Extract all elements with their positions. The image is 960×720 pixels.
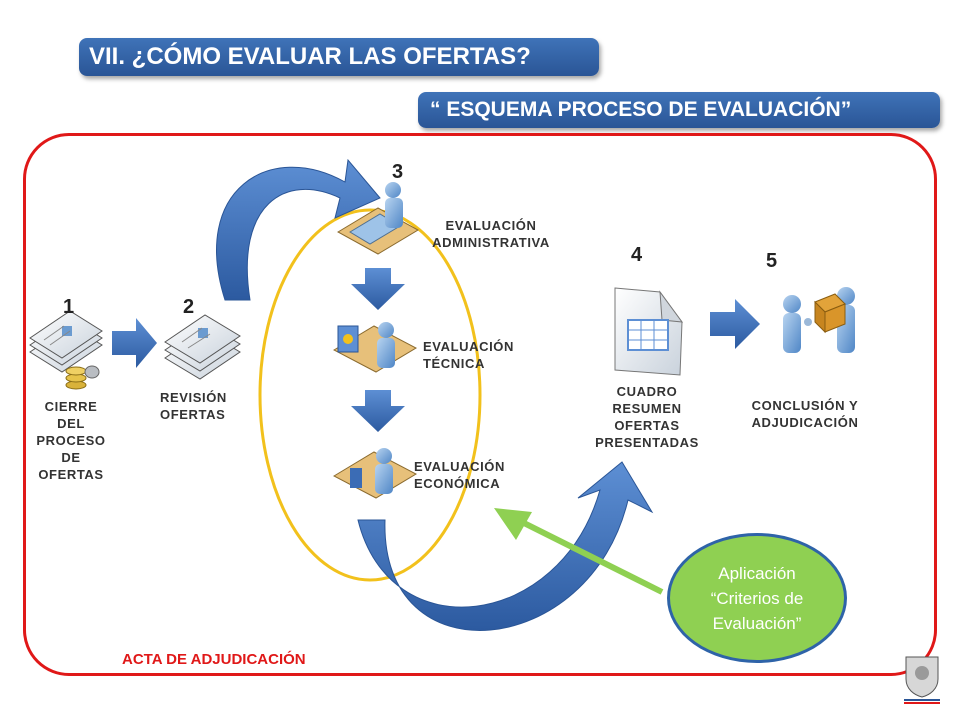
label-line: EVALUACIÓN bbox=[445, 218, 537, 233]
label-line: ADMINISTRATIVA bbox=[432, 235, 550, 250]
label-revision: REVISIÓN OFERTAS bbox=[160, 389, 227, 423]
step-number-2: 2 bbox=[183, 296, 195, 318]
label-line: ADJUDICACIÓN bbox=[751, 415, 859, 430]
workstation-icon bbox=[336, 182, 420, 255]
documents-review-icon bbox=[164, 314, 241, 380]
label-line: EVALUACIÓN bbox=[414, 459, 505, 474]
label-line: EVALUACIÓN bbox=[423, 339, 514, 354]
label-line: OFERTAS bbox=[614, 418, 680, 433]
label-cuadro-resumen: CUADRO RESUMEN OFERTAS PRESENTADAS bbox=[582, 383, 712, 451]
bubble-line: “Criterios de bbox=[710, 588, 804, 608]
label-eval-economica: EVALUACIÓN ECONÓMICA bbox=[414, 458, 505, 492]
label-eval-tecnica: EVALUACIÓN TÉCNICA bbox=[423, 338, 514, 372]
spreadsheet-icon bbox=[614, 287, 684, 376]
label-line: DEL bbox=[57, 416, 85, 431]
subtitle-banner: “ ESQUEMA PROCESO DE EVALUACIÓN” bbox=[418, 92, 940, 128]
label-cierre: CIERRE DEL PROCESO DE OFERTAS bbox=[26, 398, 116, 483]
label-line: CUADRO bbox=[616, 384, 678, 399]
step-number-1: 1 bbox=[63, 296, 75, 318]
documents-stack-icon bbox=[29, 310, 103, 373]
label-line: REVISIÓN bbox=[160, 390, 227, 405]
label-line: CIERRE bbox=[44, 399, 98, 414]
label-line: DE bbox=[61, 450, 81, 465]
green-arrow-line bbox=[506, 512, 664, 595]
title-banner: VII. ¿CÓMO EVALUAR LAS OFERTAS? bbox=[79, 38, 599, 76]
step-number-3: 3 bbox=[392, 161, 404, 183]
gobierno-chile-logo bbox=[896, 651, 948, 713]
label-line: OFERTAS bbox=[38, 467, 104, 482]
step-number-4: 4 bbox=[631, 244, 643, 266]
workstation-icon bbox=[332, 448, 418, 499]
green-arrow-head bbox=[494, 508, 532, 540]
arrow-step4-to-step5 bbox=[710, 299, 760, 349]
label-line: OFERTAS bbox=[160, 407, 226, 422]
acta-adjudicacion: ACTA DE ADJUDICACIÓN bbox=[122, 651, 306, 668]
page-subtitle: “ ESQUEMA PROCESO DE EVALUACIÓN” bbox=[430, 98, 852, 121]
workstation-icon bbox=[332, 322, 418, 373]
label-line: RESUMEN bbox=[612, 401, 682, 416]
curved-arrow-to-summary bbox=[357, 461, 654, 631]
criteria-bubble-text: Aplicación “Criterios de Evaluación” bbox=[711, 561, 804, 636]
arrow-step1-to-step2 bbox=[112, 318, 157, 368]
handshake-icon bbox=[783, 287, 855, 353]
coins-icon bbox=[65, 365, 100, 390]
label-line: PRESENTADAS bbox=[595, 435, 699, 450]
bubble-line: Evaluación” bbox=[712, 613, 802, 633]
bubble-line: Aplicación bbox=[718, 563, 796, 583]
label-conclusion: CONCLUSIÓN Y ADJUDICACIÓN bbox=[740, 397, 870, 431]
curved-arrow-to-evaluation bbox=[216, 158, 381, 301]
step-number-5: 5 bbox=[766, 250, 778, 272]
label-line: ECONÓMICA bbox=[414, 476, 501, 491]
criteria-bubble: Aplicación “Criterios de Evaluación” bbox=[667, 533, 847, 663]
label-line: TÉCNICA bbox=[423, 356, 485, 371]
process-frame bbox=[23, 133, 937, 676]
arrow-tecnica-to-economica bbox=[351, 390, 405, 432]
label-line: PROCESO bbox=[36, 433, 106, 448]
label-line: CONCLUSIÓN Y bbox=[751, 398, 859, 413]
evaluation-group-oval bbox=[258, 208, 482, 582]
label-eval-administrativa: EVALUACIÓN ADMINISTRATIVA bbox=[418, 217, 564, 251]
arrow-admin-to-tecnica bbox=[351, 268, 405, 310]
page-title: VII. ¿CÓMO EVALUAR LAS OFERTAS? bbox=[89, 43, 531, 70]
